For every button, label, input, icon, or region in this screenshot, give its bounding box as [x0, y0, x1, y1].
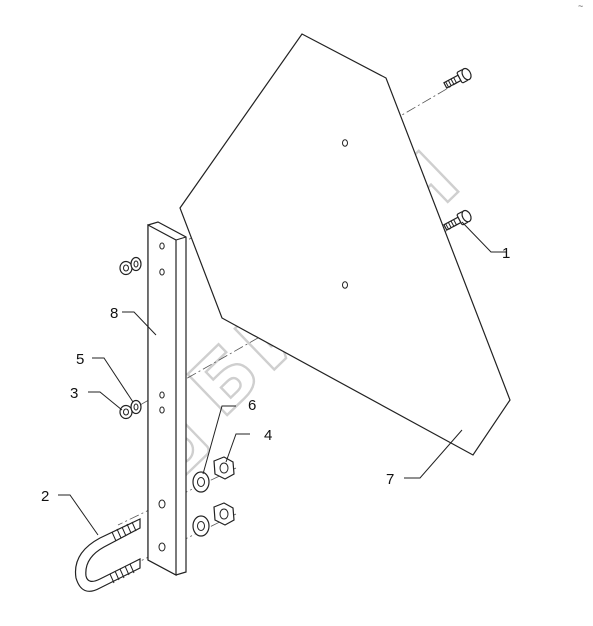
part-8-bar	[147, 221, 187, 577]
plate-hole-lower	[342, 281, 348, 289]
leader-6	[202, 405, 236, 475]
part-6-washer-lower	[192, 515, 210, 537]
callout-1: 1	[502, 245, 510, 262]
callout-7: 7	[386, 471, 394, 488]
callout-6: 6	[248, 397, 256, 414]
part-3-nut-lower	[119, 404, 133, 420]
part-1-bolt-lower	[443, 209, 472, 231]
leader-3	[88, 391, 123, 411]
callout-5: 5	[76, 351, 84, 368]
bar-hole	[158, 499, 166, 509]
bar-hole	[158, 542, 166, 552]
axis-ubolt-top	[117, 467, 237, 526]
callout-2: 2	[41, 488, 49, 505]
part-4-nut-lower	[213, 502, 235, 526]
part-6-washer-upper	[192, 471, 210, 493]
callout-3: 3	[70, 385, 78, 402]
bar-hole	[159, 406, 165, 414]
plate-hole-upper	[342, 139, 348, 147]
bar-hole	[159, 391, 165, 399]
part-1-bolt-upper	[443, 67, 472, 89]
leader-8	[122, 311, 157, 336]
leader-2	[58, 494, 99, 536]
leader-5	[92, 357, 134, 403]
leader-7	[404, 429, 463, 479]
callout-labels: 1 2 3 4 5 6 7 8	[41, 245, 510, 505]
callout-8: 8	[110, 305, 118, 322]
leader-1	[461, 221, 506, 253]
leader-lines	[58, 221, 506, 536]
part-4-nut-upper	[213, 456, 235, 480]
part-2-u-bolt	[74, 518, 141, 592]
part-3-nut-upper	[119, 260, 133, 276]
bar-hole	[159, 268, 165, 276]
axis-ubolt-bottom	[107, 513, 237, 578]
leader-4	[225, 433, 250, 463]
part-5-washer-upper	[130, 256, 142, 272]
bar-hole	[159, 242, 165, 250]
part-5-washer-lower	[130, 399, 142, 415]
part-7-plate	[179, 33, 511, 456]
callout-4: 4	[264, 427, 272, 444]
corner-mark: ~	[578, 1, 583, 11]
